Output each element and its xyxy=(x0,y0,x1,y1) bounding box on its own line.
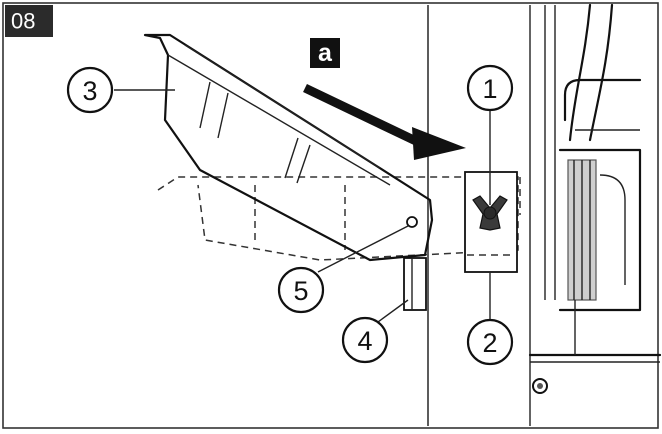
callout-2: 2 xyxy=(466,318,514,366)
callout-1: 1 xyxy=(466,64,514,112)
callout-4: 4 xyxy=(341,316,389,364)
callout-2-label: 2 xyxy=(482,328,497,358)
callout-5: 5 xyxy=(277,266,325,314)
direction-badge: a xyxy=(310,38,340,68)
callout-5-label: 5 xyxy=(293,276,308,306)
direction-label: a xyxy=(318,39,333,67)
callout-3-label: 3 xyxy=(82,76,97,106)
tilted-tray xyxy=(143,33,434,262)
leader-lines xyxy=(114,89,491,323)
machine-frame xyxy=(528,3,662,426)
callout-4-label: 4 xyxy=(357,326,372,356)
figure-frame xyxy=(2,2,659,429)
callout-1-label: 1 xyxy=(482,74,497,104)
support-bracket xyxy=(403,257,427,311)
direction-arrow xyxy=(303,83,466,160)
pivot-pin xyxy=(406,216,418,228)
wing-knob-icon xyxy=(472,195,508,231)
tray-lowered-outline xyxy=(157,176,521,261)
step-badge: 08 xyxy=(5,5,53,37)
callout-3: 3 xyxy=(66,66,114,114)
step-number: 08 xyxy=(11,9,35,34)
